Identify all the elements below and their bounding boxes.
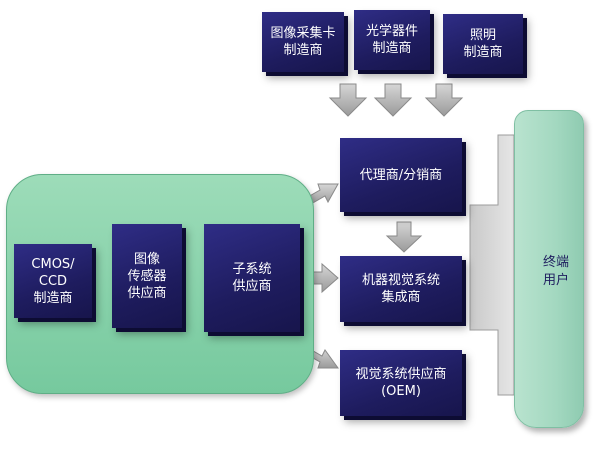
image-sensor-supplier-box: 图像 传感器 供应商 <box>112 224 182 328</box>
down-arrow-agent-to-integrator <box>385 221 423 253</box>
terminal-user-label: 终端 用户 <box>542 255 569 288</box>
frame-grabber-maker-label: 图像采集卡 制造商 <box>270 26 336 58</box>
optics-maker-label: 光学器件 制造商 <box>365 24 418 56</box>
agent-distributor-box: 代理商/分销商 <box>340 138 462 212</box>
frame-grabber-maker-box: 图像采集卡 制造商 <box>262 12 344 72</box>
oem-supplier-label: 视觉系统供应商 (OEM) <box>355 367 447 399</box>
lighting-maker-box: 照明 制造商 <box>443 14 523 74</box>
cmos-ccd-maker-box: CMOS/ CCD 制造商 <box>14 244 92 318</box>
terminal-user-panel <box>514 110 584 428</box>
converge-arrow <box>469 134 515 396</box>
image-sensor-supplier-label: 图像 传感器 供应商 <box>127 251 167 301</box>
down-arrow-optics <box>373 83 413 117</box>
subsystem-supplier-box: 子系统 供应商 <box>204 224 300 332</box>
oem-supplier-box: 视觉系统供应商 (OEM) <box>340 350 462 416</box>
down-arrow-lighting <box>424 83 464 117</box>
lighting-maker-label: 照明 制造商 <box>463 28 503 60</box>
system-integrator-box: 机器视觉系统 集成商 <box>340 256 462 322</box>
system-integrator-label: 机器视觉系统 集成商 <box>361 273 440 305</box>
agent-distributor-label: 代理商/分销商 <box>359 167 443 183</box>
down-arrow-frame-grabber <box>328 83 368 117</box>
subsystem-supplier-label: 子系统 供应商 <box>232 262 272 294</box>
cmos-ccd-maker-label: CMOS/ CCD 制造商 <box>31 256 75 306</box>
optics-maker-box: 光学器件 制造商 <box>354 10 430 70</box>
